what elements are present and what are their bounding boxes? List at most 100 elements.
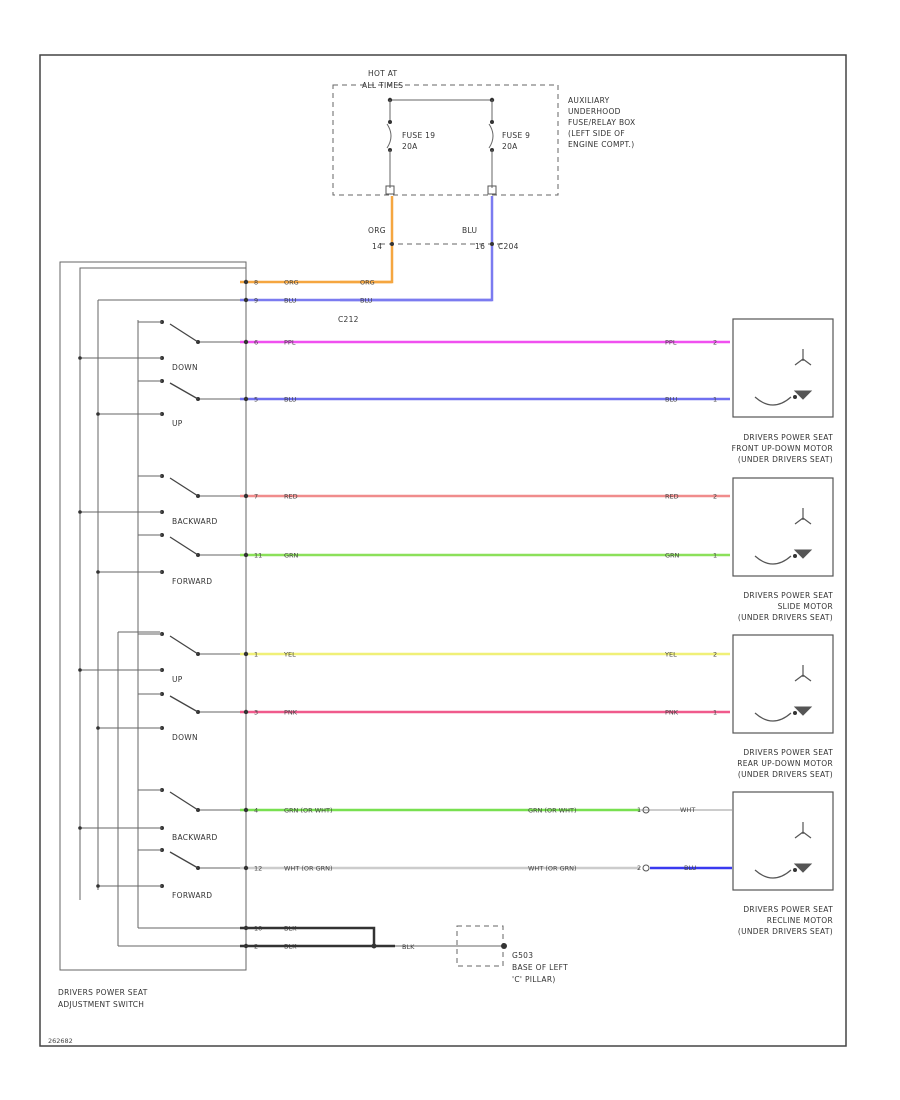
switch-internals: DOWNUPBACKWARDFORWARDUPDOWNBACKWARDFORWA… — [78, 267, 246, 947]
wire-color-label-8: GRN (OR WHT) — [284, 807, 333, 815]
wire-pin-7: 3 — [254, 709, 258, 717]
fuse-box-label-1: AUXILIARY — [568, 96, 610, 105]
switch-blade-3 — [169, 536, 199, 556]
fuse-box-label-5: ENGINE COMPT.) — [568, 140, 634, 149]
wire-color-label-4: RED — [284, 493, 298, 501]
wire-pin-1: 9 — [254, 297, 258, 305]
wire-pin-6: 1 — [254, 651, 258, 659]
recline-pin-a: 1 — [637, 806, 641, 814]
wire-pin-0: 8 — [254, 279, 258, 287]
ground-label-1: BASE OF LEFT — [512, 963, 568, 972]
switch-position-6: BACKWARD — [172, 833, 218, 842]
motor-symbol-2 — [794, 665, 812, 682]
motor-arc-0 — [754, 396, 792, 406]
bus-node-0 — [78, 356, 82, 360]
wire-end-label-8: GRN (OR WHT) — [528, 807, 577, 815]
ground-label-2: 'C' PILLAR) — [512, 975, 556, 984]
wire-color-label-2: PPL — [284, 339, 296, 347]
bus-node-4 — [78, 668, 82, 672]
c212-org-label: ORG — [360, 279, 375, 287]
motor-1 — [732, 477, 834, 577]
seat-adjustment-switch: DRIVERS POWER SEAT ADJUSTMENT SWITCH — [58, 261, 247, 1009]
recline-pin-b: 2 — [637, 864, 641, 872]
switch-label-2: ADJUSTMENT SWITCH — [58, 1000, 144, 1009]
wire-color-label-6: YEL — [283, 651, 296, 659]
wire-end-label-2: PPL — [665, 339, 677, 347]
wire-color-label-5: GRN — [284, 552, 299, 560]
motor-label-1-0: DRIVERS POWER SEAT — [743, 591, 833, 600]
switch-terminal — [243, 709, 249, 715]
motor-label-1-1: SLIDE MOTOR — [778, 602, 833, 611]
switch-terminal — [243, 339, 249, 345]
motor-label-2-1: REAR UP-DOWN MOTOR — [737, 759, 833, 768]
lower-connector-code: C212 — [338, 315, 359, 324]
wire-pin-3: 5 — [254, 396, 258, 404]
motor-label-2-2: (UNDER DRIVERS SEAT) — [738, 770, 833, 779]
switch-position-3: FORWARD — [172, 577, 212, 586]
motor-diode-0 — [793, 390, 813, 400]
motor-node-1 — [793, 554, 797, 558]
motor-box-0 — [732, 318, 834, 418]
wire-color-label-3: BLU — [284, 396, 297, 404]
junction-pin-b: 16 — [475, 242, 485, 251]
wire-pin-9: 12 — [254, 865, 262, 873]
motor-node-2 — [793, 711, 797, 715]
motor-box-1 — [732, 477, 834, 577]
motor-symbol-3 — [794, 822, 812, 839]
motor-label-2-0: DRIVERS POWER SEAT — [743, 748, 833, 757]
motor-pin-6: 2 — [713, 651, 717, 659]
switch-terminal — [243, 807, 249, 813]
motor-0 — [732, 318, 834, 418]
motor-3 — [732, 791, 834, 891]
bus-org — [79, 267, 246, 282]
motor-node-3 — [793, 868, 797, 872]
fuse-a-rating: 20A — [402, 142, 418, 151]
bus-node-6 — [78, 826, 82, 830]
wire-pin-5: 11 — [254, 552, 262, 560]
motor-pin-4: 2 — [713, 493, 717, 501]
motor-label-3-2: (UNDER DRIVERS SEAT) — [738, 927, 833, 936]
wire-pin-2: 6 — [254, 339, 258, 347]
motor-label-3-1: RECLINE MOTOR — [767, 916, 833, 925]
motor-pin-2: 2 — [713, 339, 717, 347]
fuse-box-header-2: ALL TIMES — [362, 81, 403, 90]
motor-label-0-0: DRIVERS POWER SEAT — [743, 433, 833, 442]
motor-symbol-1 — [794, 508, 812, 525]
motor-box-2 — [732, 634, 834, 734]
motor-arc-1 — [754, 555, 792, 565]
motor-label-0-2: (UNDER DRIVERS SEAT) — [738, 455, 833, 464]
fuse-box-label-2: UNDERHOOD — [568, 107, 621, 116]
switch-terminal — [243, 651, 249, 657]
ground-circuit: BLK G503 BASE OF LEFT 'C' PILLAR) — [240, 925, 568, 984]
switch-label-1: DRIVERS POWER SEAT — [58, 988, 148, 997]
motor-label-0-1: FRONT UP-DOWN MOTOR — [732, 444, 833, 453]
motor-pin-5: 1 — [713, 552, 717, 560]
junction-connector-code: C204 — [498, 242, 519, 251]
bus-node-3 — [96, 570, 100, 574]
fuse-b-rating: 20A — [502, 142, 518, 151]
fuse-box-label-4: (LEFT SIDE OF — [568, 129, 625, 138]
junction-wire-b: BLU — [462, 226, 477, 235]
motor-label-1-2: (UNDER DRIVERS SEAT) — [738, 613, 833, 622]
switch-terminal — [243, 279, 249, 285]
motor-arc-3 — [754, 869, 792, 879]
junction-pin-a: 14 — [372, 242, 382, 251]
recline-wire-b: BLU — [684, 864, 697, 872]
outer-frame — [39, 54, 847, 1047]
ground-id: G503 — [512, 951, 533, 960]
bus-node-2 — [78, 510, 82, 514]
wire-pin-8: 4 — [254, 807, 258, 815]
switch-blade-4 — [169, 635, 199, 655]
recline-conn-b — [642, 864, 650, 872]
wire-color-label-7: PNK — [284, 709, 298, 717]
switch-position-4: UP — [172, 675, 183, 684]
switch-terminal — [243, 552, 249, 558]
switch-blade-6 — [169, 791, 199, 811]
motor-layer: DRIVERS POWER SEAT FRONT UP-DOWN MOTOR (UN… — [732, 318, 834, 936]
recline-connector: 1 WHT 2 BLU — [637, 806, 697, 872]
switch-position-0: DOWN — [172, 363, 198, 372]
switch-blade-2 — [169, 477, 199, 497]
switch-position-5: DOWN — [172, 733, 198, 742]
